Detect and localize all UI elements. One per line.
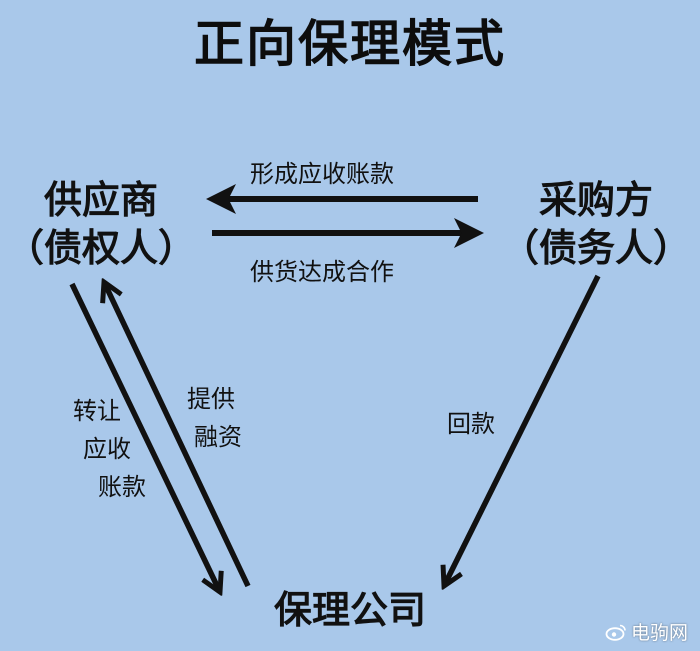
node-supplier-name: 供应商 [43,177,158,222]
arrow-buyer-to-factor [444,274,601,586]
edge-label-financing: 提供 融资 [180,380,242,456]
arrow-factor-to-supplier [104,282,251,588]
watermark: 电驹网 [605,618,688,645]
node-supplier-role: （债权人） [6,225,197,270]
node-factor: 保理公司 [250,586,450,634]
edge-label-transfer-2: 应收 [83,435,131,463]
node-factor-name: 保理公司 [273,587,426,632]
node-supplier: 供应商 （债权人） [6,176,196,272]
edge-label-supply: 供货达成合作 [250,258,394,286]
edge-label-financing-1: 提供 [187,385,235,413]
edge-label-transfer-1: 转让 [73,397,121,425]
edge-label-transfer-3: 账款 [98,473,146,501]
edge-label-repayment: 回款 [447,410,495,438]
node-buyer-name: 采购方 [538,177,653,222]
node-buyer-role: （债务人） [500,225,691,270]
edge-label-financing-2: 融资 [194,423,242,451]
arrow-supplier-to-factor [69,282,220,592]
node-buyer: 采购方 （债务人） [496,176,696,272]
weibo-icon [605,624,626,641]
edge-label-transfer: 转让 应收 账款 [58,392,146,506]
watermark-text: 电驹网 [630,622,688,644]
edge-label-receivable: 形成应收账款 [250,160,394,188]
diagram-title: 正向保理模式 [194,15,506,73]
